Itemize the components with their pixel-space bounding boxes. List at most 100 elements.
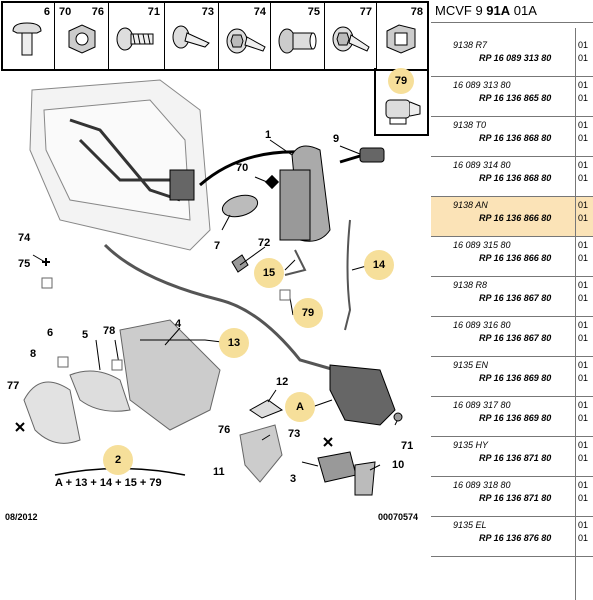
label-12: 12 [276,376,289,388]
label-74: 74 [18,232,31,244]
window-regulator [69,118,181,202]
cable-14 [344,219,352,331]
hardware-number: 74 [253,6,266,18]
quantity: 01 [578,160,589,170]
callout-bubble: 79 [388,68,414,94]
reference-row[interactable]: 16 089 316 80 RP 16 136 867 80 01 01 [431,317,593,357]
label-72: 72 [258,237,271,249]
label-7: 7 [214,240,221,252]
quantity: 01 [578,53,589,63]
label-77: 77 [7,380,20,392]
hardware-cell-73[interactable]: 73 [165,3,219,69]
hardware-box-79[interactable]: 79 [374,68,429,136]
reference-code: 16 089 316 80 [453,320,511,330]
reference-code: 9138 R7 [453,40,488,50]
interior-handle-5 [69,370,131,412]
callout-15: 15 [254,258,284,288]
quantity: 01 [578,293,589,303]
hardware-cell-6[interactable]: 6 [3,3,55,69]
label-1: 1 [265,129,272,141]
reference-part-number: RP 16 136 865 80 [479,93,552,103]
rivet-nut-icon [278,28,317,54]
hardware-cell-70-76[interactable]: 70 76 [55,3,109,69]
hardware-number: 75 [307,6,320,18]
panel-divider [431,22,593,23]
quantity: 01 [578,533,589,543]
reference-part-number: RP 16 136 869 80 [479,413,552,423]
hardware-number: 70 [59,6,72,18]
reference-code: 9138 R8 [453,280,488,290]
qty-column-line [575,28,576,600]
label-75: 75 [18,258,31,270]
quantity: 01 [578,520,589,530]
plate-10 [354,461,376,496]
hardware-cell-78[interactable]: 78 [377,3,427,69]
quantity: 01 [578,333,589,343]
hardware-cell-74[interactable]: 74 [219,3,271,69]
quantity: 01 [578,320,589,330]
clip-icon [385,99,421,125]
callout-A: A [285,392,315,422]
flange-screw-icon [226,28,266,54]
part-72 [231,254,249,273]
quantity: 01 [578,440,589,450]
hardware-number: 77 [359,6,372,18]
label-8: 8 [30,348,37,360]
hardware-strip: 6 70 76 71 73 74 [1,1,429,71]
hardware-cell-71[interactable]: 71 [109,3,165,69]
quantity: 01 [578,80,589,90]
quantity: 01 [578,360,589,370]
reference-code: 16 089 315 80 [453,240,511,250]
reference-code: 9135 EN [453,360,489,370]
panel-title: MCVF 9 91A 01A [435,3,537,18]
quantity: 01 [578,213,589,223]
socket-screw-icon [116,27,154,51]
hardware-cell-75[interactable]: 75 [271,3,325,69]
reference-code: 16 089 314 80 [453,160,511,170]
quantity: 01 [578,413,589,423]
door-frame [29,79,211,251]
reference-part-number: RP 16 136 868 80 [479,133,552,143]
bolt-71 [393,412,403,422]
label-9: 9 [333,133,340,145]
label-73: 73 [288,428,301,440]
panel-title-code: 91A [486,3,511,18]
quantity: 01 [578,453,589,463]
reference-code: 9135 HY [453,440,489,450]
callout-13: 13 [219,328,249,358]
bracket-4 [119,319,221,431]
reference-panel: MCVF 9 91A 01A 9138 R7 RP 16 089 313 80 01… [431,0,593,600]
callout-2: 2 [103,445,133,475]
reference-part-number: RP 16 089 313 80 [479,53,552,63]
part-11 [239,424,283,483]
cable-13 [103,243,336,372]
quantity: 01 [578,480,589,490]
hardware-cell-77[interactable]: 77 [325,3,377,69]
hardware-number: 76 [91,6,104,18]
label-76: 76 [218,424,231,436]
marker-boxes [41,277,291,371]
callout-79: 79 [293,298,323,328]
reference-part-number: RP 16 136 876 80 [479,533,552,543]
flange-screw-icon [332,26,370,52]
quantity: 01 [578,120,589,130]
push-rivet-icon [12,22,42,56]
reference-part-number: RP 16 136 867 80 [479,333,552,343]
torx-screw-icon [172,25,210,49]
door-latch-inner [169,169,195,201]
reference-part-number: RP 16 136 869 80 [479,373,552,383]
panel-title-suffix: 01A [510,3,537,18]
exploded-diagram [15,79,403,496]
